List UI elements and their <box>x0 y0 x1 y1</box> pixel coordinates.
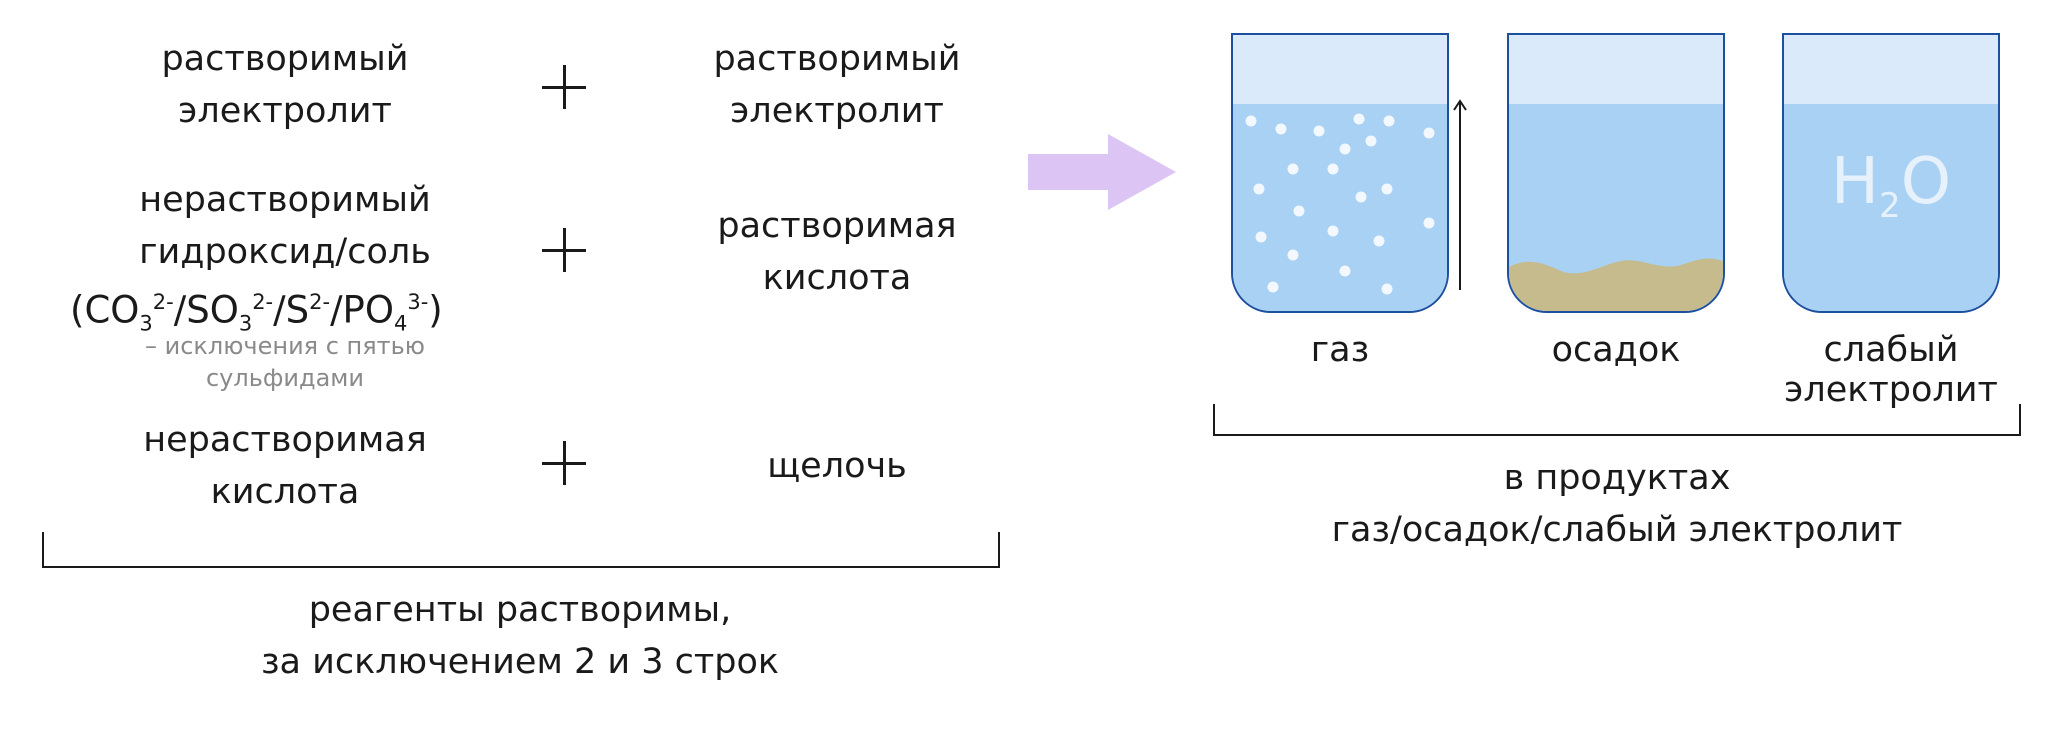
reagent-text: электролит <box>730 91 944 131</box>
liquid <box>1784 104 1998 311</box>
products-caption: в продуктах газ/осадок/слабый электролит <box>1213 452 2021 556</box>
bubble <box>1423 127 1435 139</box>
bubble <box>1353 113 1365 125</box>
reagent-row-2-left: нерастворимый гидроксид/соль <box>130 174 440 278</box>
plus-icon <box>542 441 586 485</box>
products-bracket <box>1213 404 2021 436</box>
right-arrow-icon <box>1028 134 1176 210</box>
ion-charge: 2- <box>309 290 331 314</box>
caption-text: реагенты растворимы, <box>308 590 732 630</box>
sediment-layer <box>1509 258 1723 311</box>
sediment-beaker <box>1507 33 1725 313</box>
bubble <box>1339 265 1351 277</box>
caption-text: газ/осадок/слабый электролит <box>1331 510 1903 550</box>
formula-separator: / <box>330 288 343 332</box>
reagent-text: гидроксид/соль <box>139 232 431 272</box>
formula-paren: ) <box>428 288 443 332</box>
bubble <box>1245 115 1257 127</box>
bubble <box>1253 183 1265 195</box>
bubble <box>1383 115 1395 127</box>
weak-electrolyte-label: слабый электролит <box>1762 330 2020 410</box>
note-text: – исключения с пятью <box>144 332 426 360</box>
caption-text: за исключением 2 и 3 строк <box>260 642 780 682</box>
caption-text: в продуктах <box>1503 458 1731 498</box>
bubble <box>1267 281 1279 293</box>
bubble <box>1381 183 1393 195</box>
sediment-label: осадок <box>1507 330 1725 370</box>
ion-subscript: 4 <box>393 311 408 336</box>
formula-sub: 2 <box>1879 185 1901 226</box>
bubble <box>1255 231 1267 243</box>
reagent-row-2-right: растворимая кислота <box>682 200 992 304</box>
reagent-text: щелочь <box>767 446 907 486</box>
bubble <box>1275 123 1287 135</box>
ion-symbol: S <box>285 288 310 332</box>
reagent-row-3-right: щелочь <box>682 440 992 492</box>
water-formula: H2O <box>1784 145 1998 226</box>
bubble <box>1287 249 1299 261</box>
reagent-text: кислота <box>762 258 912 298</box>
reagent-row-1-right: растворимый электролит <box>682 33 992 137</box>
liquid <box>1233 104 1447 311</box>
label-text: газ <box>1310 330 1370 370</box>
reagent-row-3-left: нерастворимая кислота <box>130 414 440 518</box>
reagents-caption: реагенты растворимы, за исключением 2 и … <box>40 584 1000 688</box>
ion-symbol: SO <box>186 288 239 332</box>
reagent-text: растворимая <box>717 206 957 246</box>
reagent-text: электролит <box>178 91 392 131</box>
ion-charge: 2- <box>152 290 174 314</box>
bubble <box>1339 143 1351 155</box>
reagent-text: растворимый <box>161 39 409 79</box>
ion-symbol: CO <box>84 288 140 332</box>
formula-base: H <box>1830 145 1880 219</box>
reagent-text: нерастворимый <box>139 180 431 220</box>
plus-icon <box>542 228 586 272</box>
bubble <box>1313 125 1325 137</box>
arrow-shape <box>1028 134 1176 210</box>
bubbles <box>1245 113 1435 295</box>
bubble <box>1293 205 1305 217</box>
ion-subscript: 3 <box>238 311 253 336</box>
formula-separator: / <box>173 288 187 332</box>
label-text: осадок <box>1551 330 1681 370</box>
label-text: электролит <box>1784 370 1998 410</box>
bubble <box>1287 163 1299 175</box>
bubble <box>1365 135 1377 147</box>
label-text: слабый <box>1823 330 1959 370</box>
ion-charge: 3- <box>407 290 429 314</box>
formula-separator: / <box>273 288 286 332</box>
ion-symbol: PO <box>342 288 394 332</box>
bubble <box>1327 225 1339 237</box>
arrow-head <box>1453 99 1467 111</box>
reagent-text: кислота <box>210 472 360 512</box>
formula-paren: ( <box>70 288 85 332</box>
bubble <box>1327 163 1339 175</box>
water-beaker: H2O <box>1782 33 2000 313</box>
note-text: сульфидами <box>205 364 364 392</box>
sediment <box>1509 258 1723 311</box>
up-arrow-icon <box>1453 99 1467 290</box>
bubble <box>1423 217 1435 229</box>
reagent-text: нерастворимая <box>143 420 427 460</box>
ion-charge: 2- <box>252 290 274 314</box>
exception-note: – исключения с пятью сульфидами <box>100 330 470 394</box>
anion-formula: (CO32-/SO32-/S2-/PO43-) <box>70 276 443 350</box>
bubble <box>1381 283 1393 295</box>
reagents-bracket <box>42 532 1000 568</box>
ion-subscript: 3 <box>139 311 153 336</box>
gas-beaker <box>1231 33 1449 313</box>
bubble <box>1373 235 1385 247</box>
formula-tail: O <box>1900 145 1952 219</box>
reagent-text: растворимый <box>713 39 961 79</box>
plus-icon <box>542 65 586 109</box>
gas-label: газ <box>1231 330 1449 370</box>
bubble <box>1355 191 1367 203</box>
reagent-row-1-left: растворимый электролит <box>130 33 440 137</box>
